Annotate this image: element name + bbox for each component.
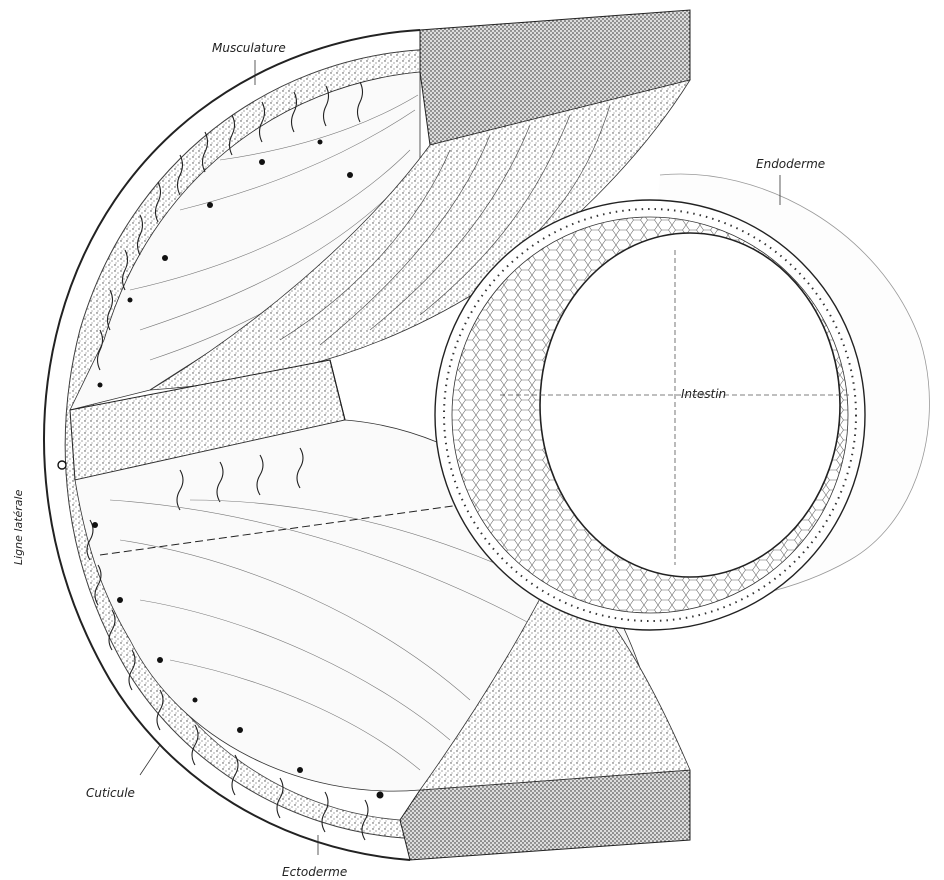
label-endoderme: Endoderme (756, 157, 825, 171)
label-intestin: Intestin (681, 387, 726, 401)
intestine-lumen (540, 233, 840, 577)
label-ligne-laterale: Ligne latérale (12, 489, 25, 565)
label-musculature: Musculature (212, 41, 286, 55)
label-cuticule: Cuticule (86, 786, 135, 800)
label-ectoderme: Ectoderme (282, 865, 347, 879)
